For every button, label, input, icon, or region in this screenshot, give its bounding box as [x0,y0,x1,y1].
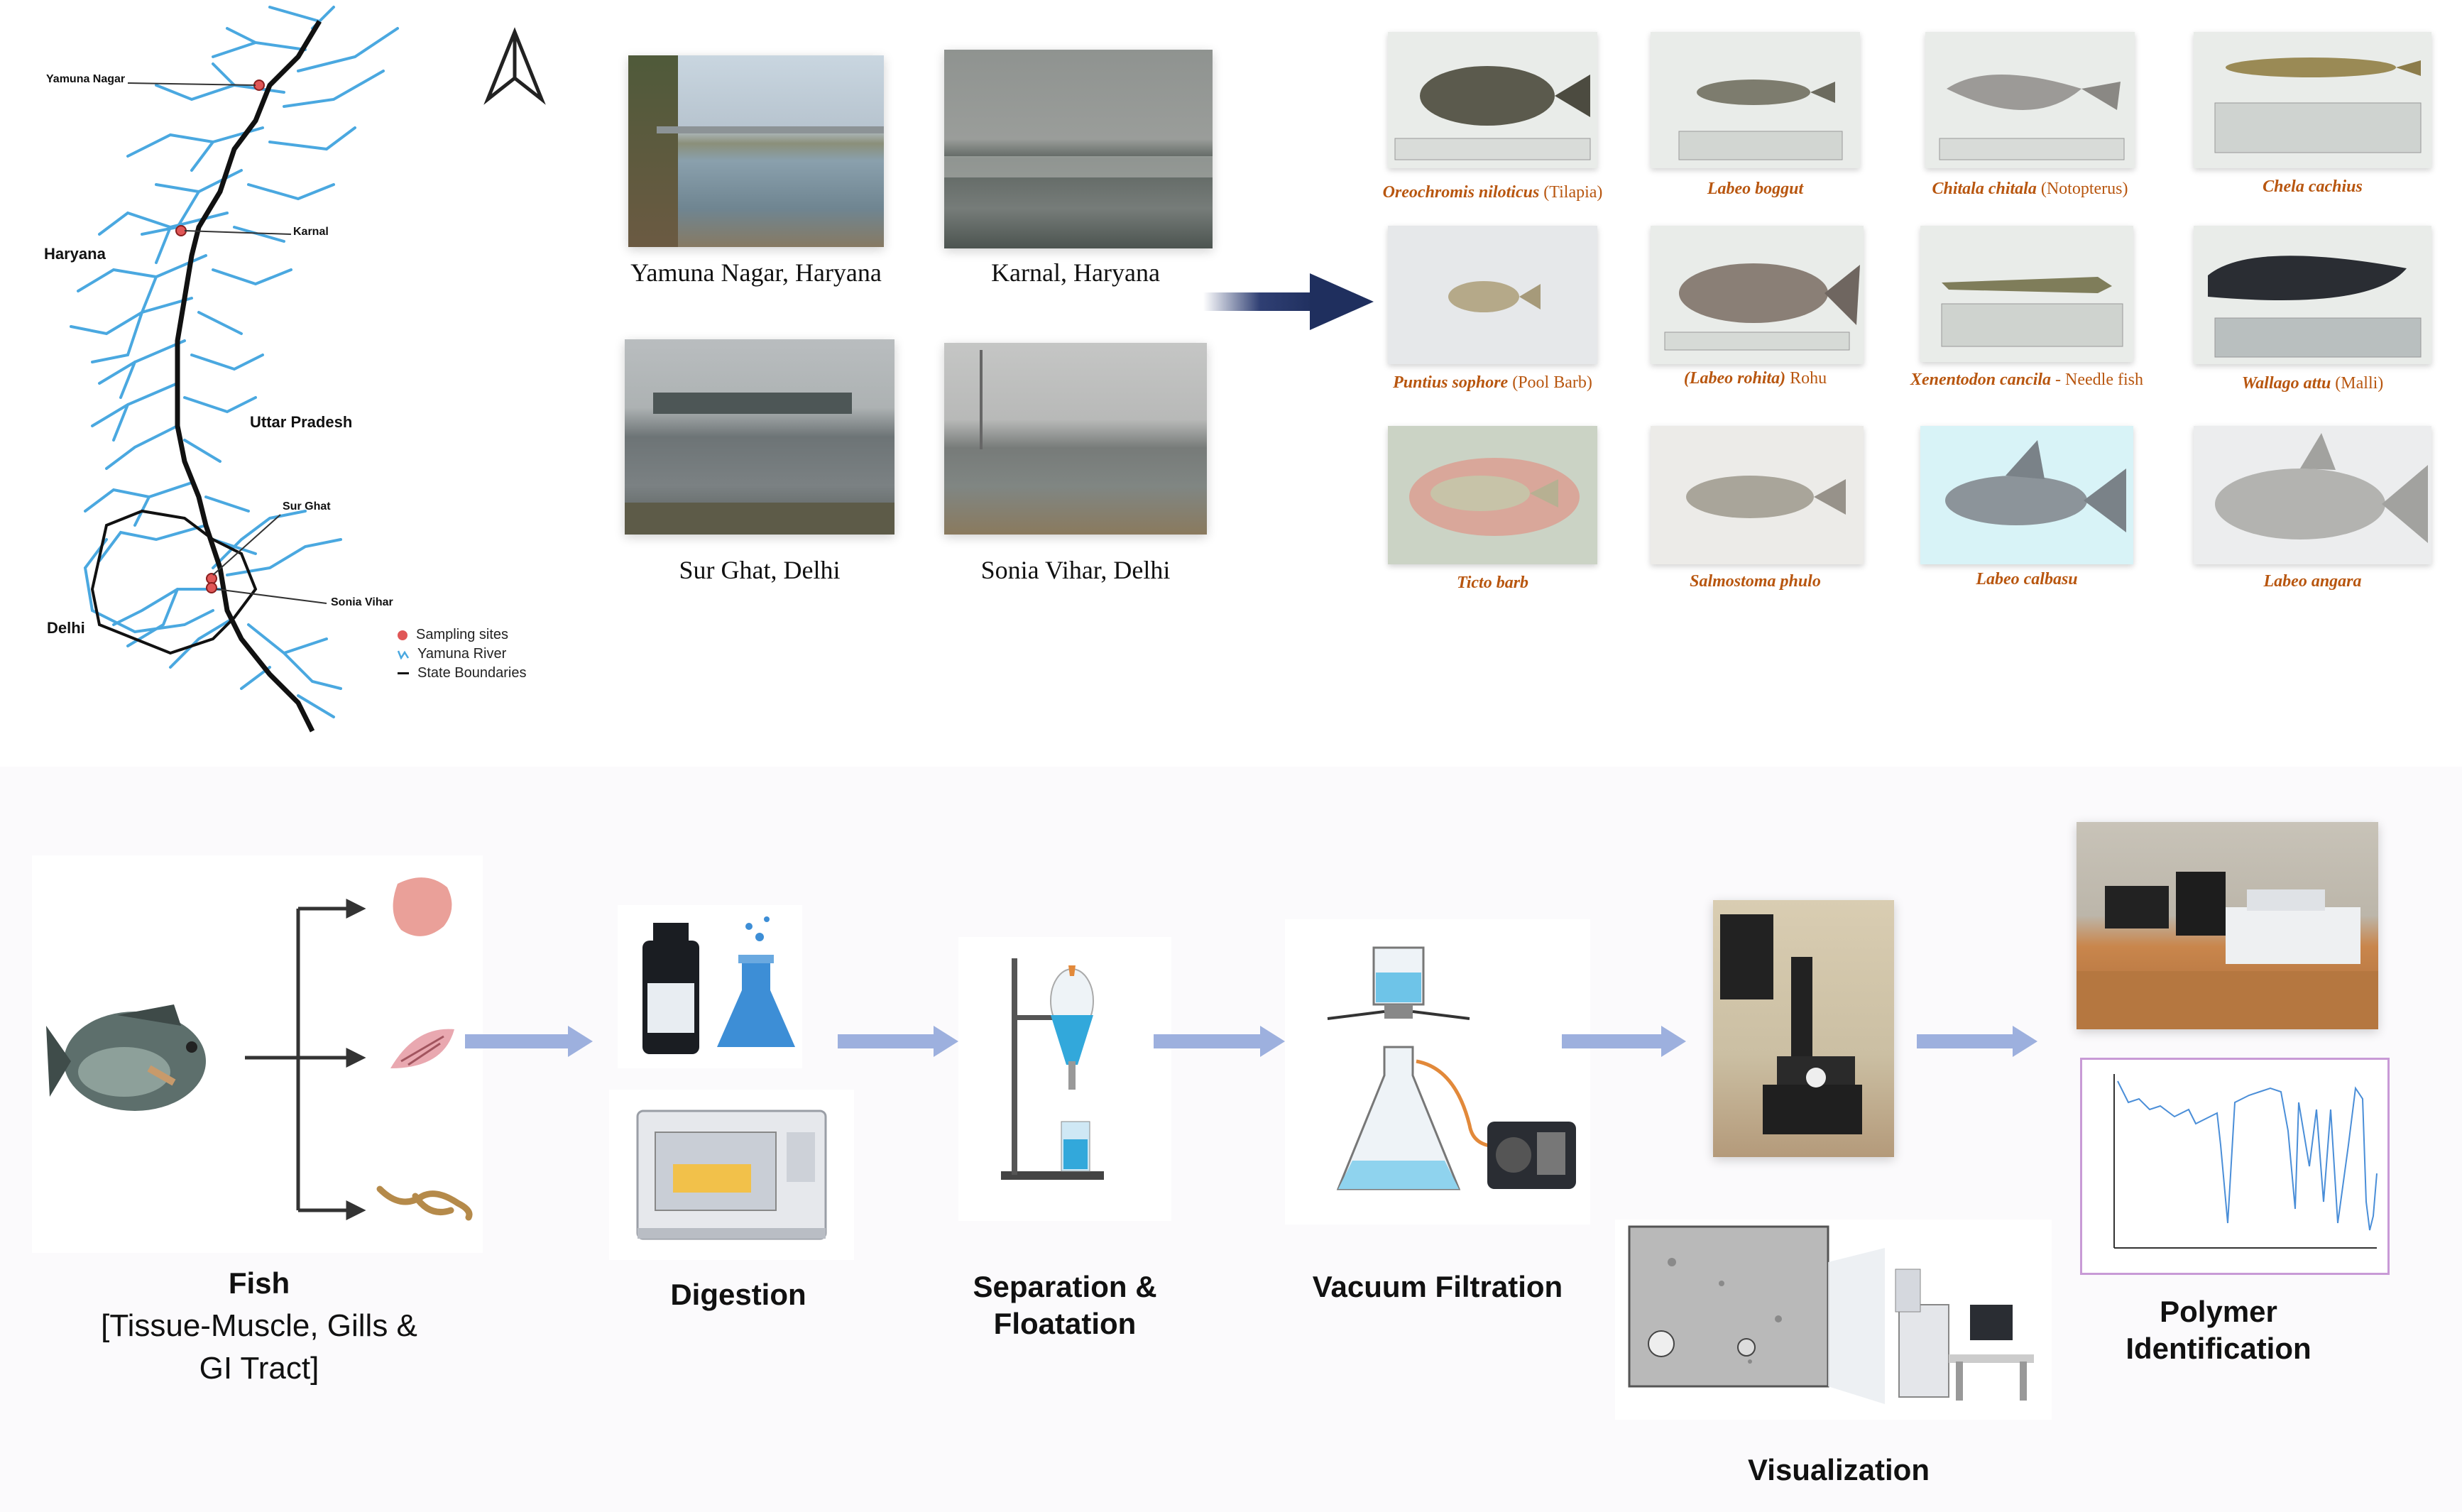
ftir-spectrum-icon [2113,1074,2378,1249]
tilapia-icon [46,1004,206,1111]
fish-photo-labeo-rohita [1651,226,1864,364]
fish-step-subtitle: [Tissue-Muscle, Gills & GI Tract] [101,1308,417,1386]
flow-arrow-1-icon [465,1026,593,1057]
north-arrow-icon [483,27,546,105]
gi-tract-icon [376,1185,473,1221]
map-drawing [70,6,546,733]
site-caption-sonia-vihar: Sonia Vihar, Delhi [980,556,1171,584]
separatory-funnel-icon [1001,958,1104,1180]
visualization-title: Visualization [1748,1453,1930,1486]
fish-caption-9: Salmostoma phulo [1690,572,1821,591]
fish-photo-salmostoma-phulo [1651,426,1864,564]
fish-photo-chela-cachius [2194,32,2431,168]
incubator-oven-icon [636,1110,827,1240]
separation-card [958,937,1171,1221]
separation-title: Separation & Floatation [973,1270,1157,1340]
fish-photo-labeo-boggut [1651,32,1860,168]
river-legend-icon [398,650,409,659]
legend-sampling-sites: Sampling sites [398,627,508,643]
fish-caption-10: Labeo calbasu [1976,570,2078,588]
site-label-sur-ghat: Sur Ghat [283,500,331,513]
site-photo-sur-ghat [625,339,894,535]
site-label-sonia-vihar: Sonia Vihar [331,596,393,608]
vacuum-filtration-setup-icon [1327,946,1576,1190]
legend-yamuna-river-label: Yamuna River [417,646,507,662]
ftir-spectrum-card [2080,1058,2390,1275]
flow-arrow-4-icon [1562,1026,1686,1057]
vacuum-filtration-card [1285,919,1590,1225]
flow-arrow-3-icon [1154,1026,1285,1057]
microscope-photo [1713,900,1894,1157]
fish-photo-puntius-sophore [1388,226,1597,364]
delhi-boundary [90,509,258,655]
fish-dissection-illustration [46,877,473,1221]
site-photo-yamuna-nagar [628,55,884,247]
site-label-yamuna-nagar: Yamuna Nagar [46,73,126,85]
sem-instrument-icon [1628,1225,2034,1404]
yamuna-map: Yamuna Nagar Karnal Sur Ghat Sonia Vihar… [0,0,568,745]
site-photo-karnal [944,50,1213,248]
fish-caption-1: Labeo boggut [1707,180,1804,198]
digestion-oven-card [609,1090,854,1260]
fish-photo-labeo-angara [2194,426,2431,564]
flow-arrow-5-icon [1917,1026,2037,1057]
ftir-instrument-photo [2077,822,2378,1029]
yamuna-tributaries [70,6,399,718]
fish-caption-3: Chela cachius [2263,177,2363,196]
legend-state-boundaries-label: State Boundaries [417,665,527,681]
fish-caption-4: Puntius sophore (Pool Barb) [1393,373,1592,392]
fish-step-title: Fish [228,1266,290,1300]
fish-caption-0: Oreochromis niloticus (Tilapia) [1382,183,1603,202]
yamuna-main-channel [175,20,322,733]
site-caption-yamuna-nagar: Yamuna Nagar, Haryana [630,258,882,287]
digestion-title: Digestion [670,1278,806,1311]
fish-photo-labeo-calbasu [1920,426,2133,564]
vacuum-filtration-title: Vacuum Filtration [1312,1270,1563,1303]
flow-arrow-2-icon [838,1026,958,1057]
fish-step-card [32,855,483,1253]
fish-photo-wallago-attu [2194,226,2431,364]
fish-photo-oreochromis-niloticus [1388,32,1597,168]
digestion-reagents-card [618,905,802,1068]
sampling-site-markers [175,80,265,593]
legend-yamuna-river: Yamuna River [398,646,506,662]
fish-caption-11: Labeo angara [2263,572,2362,591]
fish-caption-6: Xenentodon cancila - Needle fish [1910,371,2143,389]
legend-sampling-sites-label: Sampling sites [416,627,509,642]
big-navy-arrow-icon [1203,273,1374,330]
site-caption-sur-ghat: Sur Ghat, Delhi [679,556,841,584]
branch-connector [245,898,366,1221]
sem-card [1615,1220,2052,1420]
site-caption-karnal: Karnal, Haryana [991,258,1160,287]
gills-icon [390,1029,454,1068]
fish-photo-xenentodon-cancila [1920,226,2133,362]
state-label-delhi: Delhi [47,619,85,637]
fish-caption-7: Wallago attu (Malli) [2241,374,2384,393]
fish-photo-ticto-barb [1388,426,1597,564]
fish-photo-chitala-chitala [1925,32,2135,168]
legend-state-boundaries: State Boundaries [398,665,526,681]
site-photo-sonia-vihar [944,343,1207,535]
state-label-haryana: Haryana [44,245,106,263]
reagent-bottle-flask-icon [642,916,795,1054]
fish-caption-8: Ticto barb [1456,574,1529,592]
site-label-karnal: Karnal [293,226,329,238]
state-label-uttar-pradesh: Uttar Pradesh [250,413,353,431]
fish-caption-5: (Labeo rohita) Rohu [1683,369,1827,388]
fish-caption-2: Chitala chitala (Notopterus) [1932,180,2128,198]
polymer-identification-title: Polymer Identification [2125,1295,2311,1365]
muscle-tissue-icon [393,877,452,936]
